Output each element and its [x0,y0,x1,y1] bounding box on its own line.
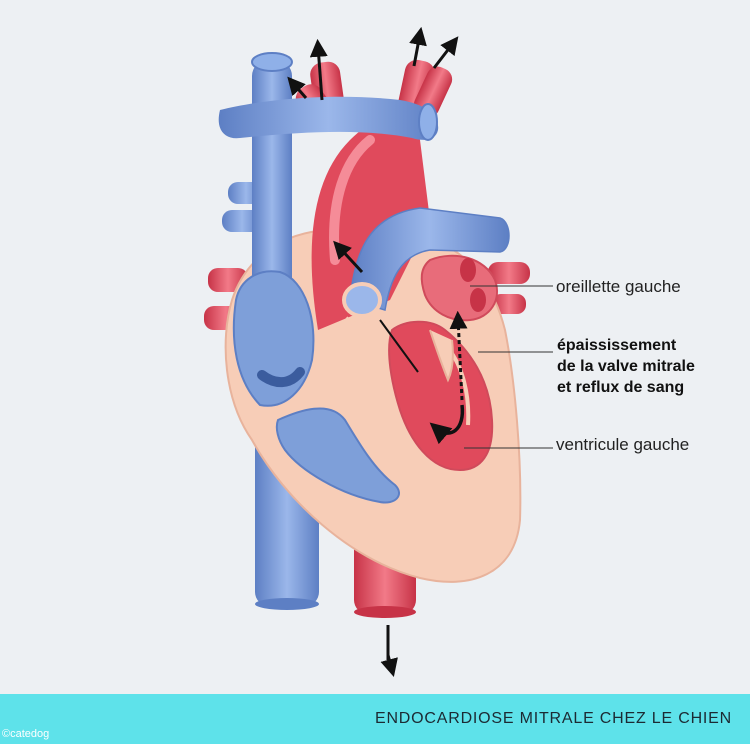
pulmonary-trunk-arch [218,96,439,140]
copyright-text: ©catedog [2,728,50,740]
footer-title: ENDOCARDIOSE MITRALE CHEZ LE CHIEN [374,710,732,727]
label-mitral-thickening-line1: épaississement [557,337,677,354]
blood-flow-arrows [287,26,468,677]
mitral-valve [429,329,493,383]
aortic-arch [311,117,430,330]
label-left-atrium: oreillette gauche [556,277,681,296]
pulmonary-artery [349,207,510,311]
label-left-ventricle: ventricule gauche [556,435,690,454]
pulmonary-veins-right [488,262,530,314]
right-ventricle [275,407,400,504]
label-mitral-thickening-line2: de la valve mitrale [557,358,695,375]
footer-bar: ENDOCARDIOSE MITRALE CHEZ LE CHIEN [0,694,750,744]
label-mitral-thickening-line3: et reflux de sang [557,379,685,396]
leader-lines [464,285,553,449]
pulmonary-valve [342,282,382,327]
left-ventricle-chamber [388,320,494,472]
